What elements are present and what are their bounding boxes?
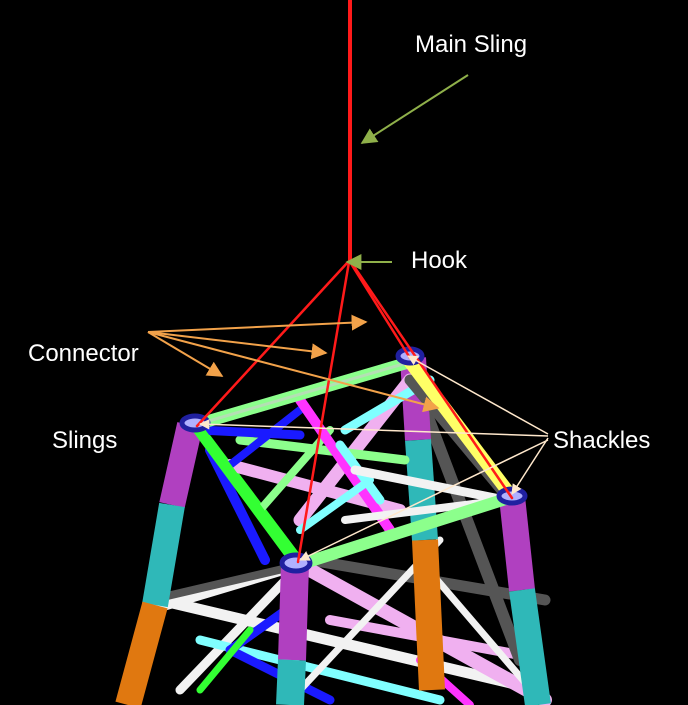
connector-slings-label-line2: Slings [52,427,118,454]
shackles-arrow-4 [299,439,549,561]
connector-slings-arrow-4 [147,331,440,413]
shackles-arrow-1 [407,355,549,435]
shackles-arrow-3 [511,437,549,495]
connector-slings-label-line1: Connector [28,340,139,367]
connector-sling-left [195,260,350,428]
connector-slings-label: Connector Slings [28,281,158,484]
main-sling-label: Main Sling [415,31,528,58]
main-sling-arrow [360,74,469,144]
connector-slings-arrow-3 [147,331,224,377]
upper-bracing [189,355,519,571]
connector-slings-arrow-1 [147,314,368,333]
shackles-arrow-2 [198,419,549,437]
rigging [195,0,514,564]
shackles-label: Shackles [553,427,651,454]
connector-slings-arrow-2 [147,331,328,360]
connector-sling-front [296,260,351,564]
hook-label: Hook [411,247,468,274]
connector-sling-back [348,260,412,360]
connector-sling-right [349,260,514,500]
callout-arrows [147,74,549,561]
